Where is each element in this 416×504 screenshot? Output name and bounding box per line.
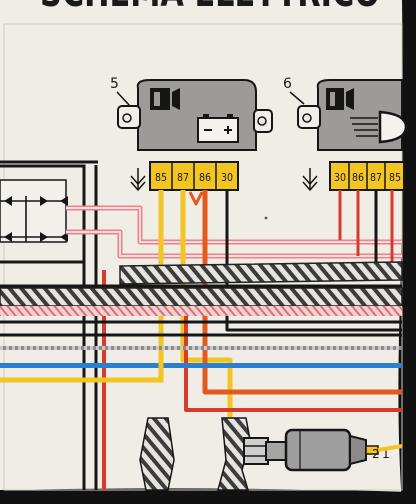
harness-upper bbox=[119, 261, 403, 285]
relay-6-terminal-30: 30 bbox=[334, 172, 346, 184]
relay-6-terminal-86: 86 bbox=[352, 172, 364, 184]
wire-red-loop bbox=[188, 191, 204, 206]
headlight-icon bbox=[350, 110, 408, 144]
relay-5-terminal-85: 85 bbox=[155, 172, 167, 184]
relay-5-terminal-86: 86 bbox=[199, 172, 211, 184]
wire-blue bbox=[0, 363, 402, 368]
horn-icon-2 bbox=[326, 88, 354, 110]
page-title: SCHEMA ELETTRICO bbox=[40, 0, 380, 16]
coil-terminal-label: 2 bbox=[372, 447, 380, 461]
ground-arrow-icon bbox=[130, 168, 146, 192]
coil-terminal-suffix: 1 bbox=[382, 447, 390, 461]
wire-gray-dotted bbox=[0, 346, 402, 350]
relay-5-terminal-30: 30 bbox=[221, 172, 233, 184]
relay-6-terminal-87: 87 bbox=[370, 172, 382, 184]
sensor-neck bbox=[265, 441, 289, 461]
harness-lower bbox=[0, 287, 403, 307]
title-band: SCHEMA ELETTRICO bbox=[0, 0, 402, 24]
sensor-nut bbox=[243, 437, 269, 465]
wire-yellow-sensor bbox=[377, 444, 403, 452]
ground-arrow-icon-2 bbox=[302, 168, 318, 192]
wire-red-bottom bbox=[184, 300, 402, 412]
sensor-cap bbox=[349, 434, 367, 466]
battery-icon bbox=[197, 114, 239, 143]
harness-pink bbox=[0, 306, 402, 316]
mount-part-1 bbox=[139, 417, 175, 491]
wire-black-30 bbox=[225, 190, 402, 332]
paper-speck bbox=[264, 216, 268, 220]
relay-5: 5 85 87 86 30 bbox=[110, 76, 273, 192]
relay-6-terminal-85: 85 bbox=[389, 172, 401, 184]
relay-5-terminal-87: 87 bbox=[177, 172, 189, 184]
relay-6: 6 30 86 87 85 bbox=[283, 76, 408, 192]
relay-6-number: 6 bbox=[283, 76, 292, 92]
bus-lines bbox=[0, 284, 402, 337]
wire-red-86 bbox=[202, 190, 402, 395]
wire-harness bbox=[0, 261, 403, 316]
mount-part-2 bbox=[217, 417, 251, 491]
pressure-sensor: 2 1 bbox=[243, 428, 403, 472]
relay-5-number: 5 bbox=[110, 76, 119, 92]
bottom-components bbox=[139, 417, 251, 491]
sensor-body bbox=[284, 428, 352, 472]
horn-icon bbox=[150, 88, 180, 110]
device-frame-bottom bbox=[0, 488, 416, 504]
